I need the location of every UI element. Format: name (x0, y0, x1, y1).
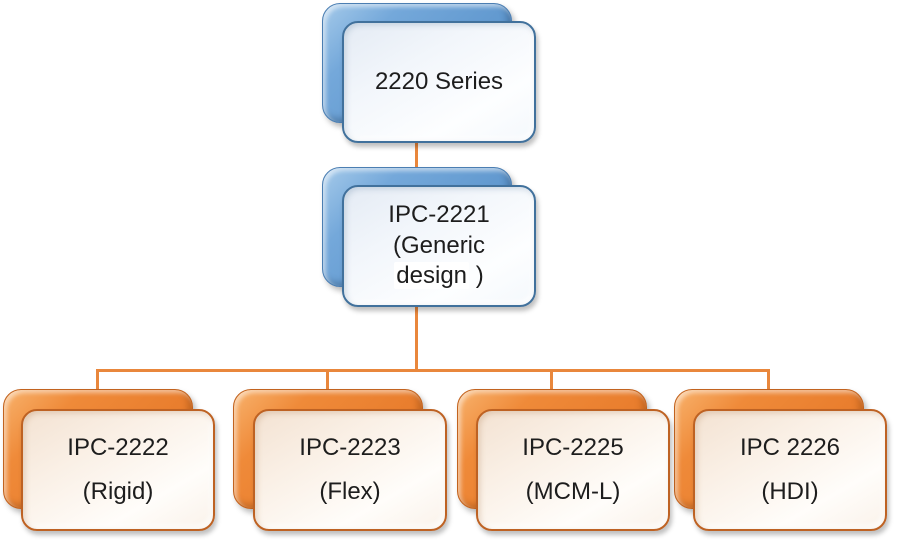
connector-drop-child4 (767, 369, 770, 392)
node-ipc-2222: IPC-2222 (Rigid) (21, 409, 215, 531)
node-ipc-2221-line1: IPC-2221 (388, 200, 490, 228)
node-ipc-2221-line3: design ) (394, 261, 484, 292)
node-ipc-2225-line1: IPC-2225 (522, 433, 624, 461)
connector-drop-child3 (550, 369, 553, 392)
connector-drop-child2 (326, 369, 329, 392)
node-ipc-2226: IPC 2226 (HDI) (693, 409, 887, 531)
connector-drop-child1 (96, 369, 99, 392)
node-ipc-2225: IPC-2225 (MCM-L) (476, 409, 670, 531)
node-ipc-2222-line2: (Rigid) (82, 477, 154, 505)
connector-mid-trunk (415, 303, 418, 372)
node-ipc-2225-line2: (MCM-L) (525, 477, 621, 505)
node-ipc-2226-line1: IPC 2226 (739, 433, 841, 461)
node-2220-series-label: 2220 Series (374, 67, 504, 95)
node-ipc-2223-line2: (Flex) (319, 477, 381, 505)
node-ipc-2223-line1: IPC-2223 (299, 433, 401, 461)
node-2220-series: 2220 Series (342, 21, 536, 143)
node-ipc-2221-line3-suffix: ) (469, 262, 484, 290)
node-ipc-2221: IPC-2221 (Generic design ) (342, 185, 536, 307)
node-ipc-2222-line1: IPC-2222 (67, 433, 169, 461)
node-ipc-2221-line2: (Generic (392, 231, 486, 259)
connector-root-to-mid (415, 139, 418, 168)
node-ipc-2223: IPC-2223 (Flex) (253, 409, 447, 531)
node-ipc-2226-line2: (HDI) (761, 477, 819, 505)
node-ipc-2221-highlighted-word: design (394, 262, 470, 290)
connector-branch-rail (96, 369, 770, 372)
